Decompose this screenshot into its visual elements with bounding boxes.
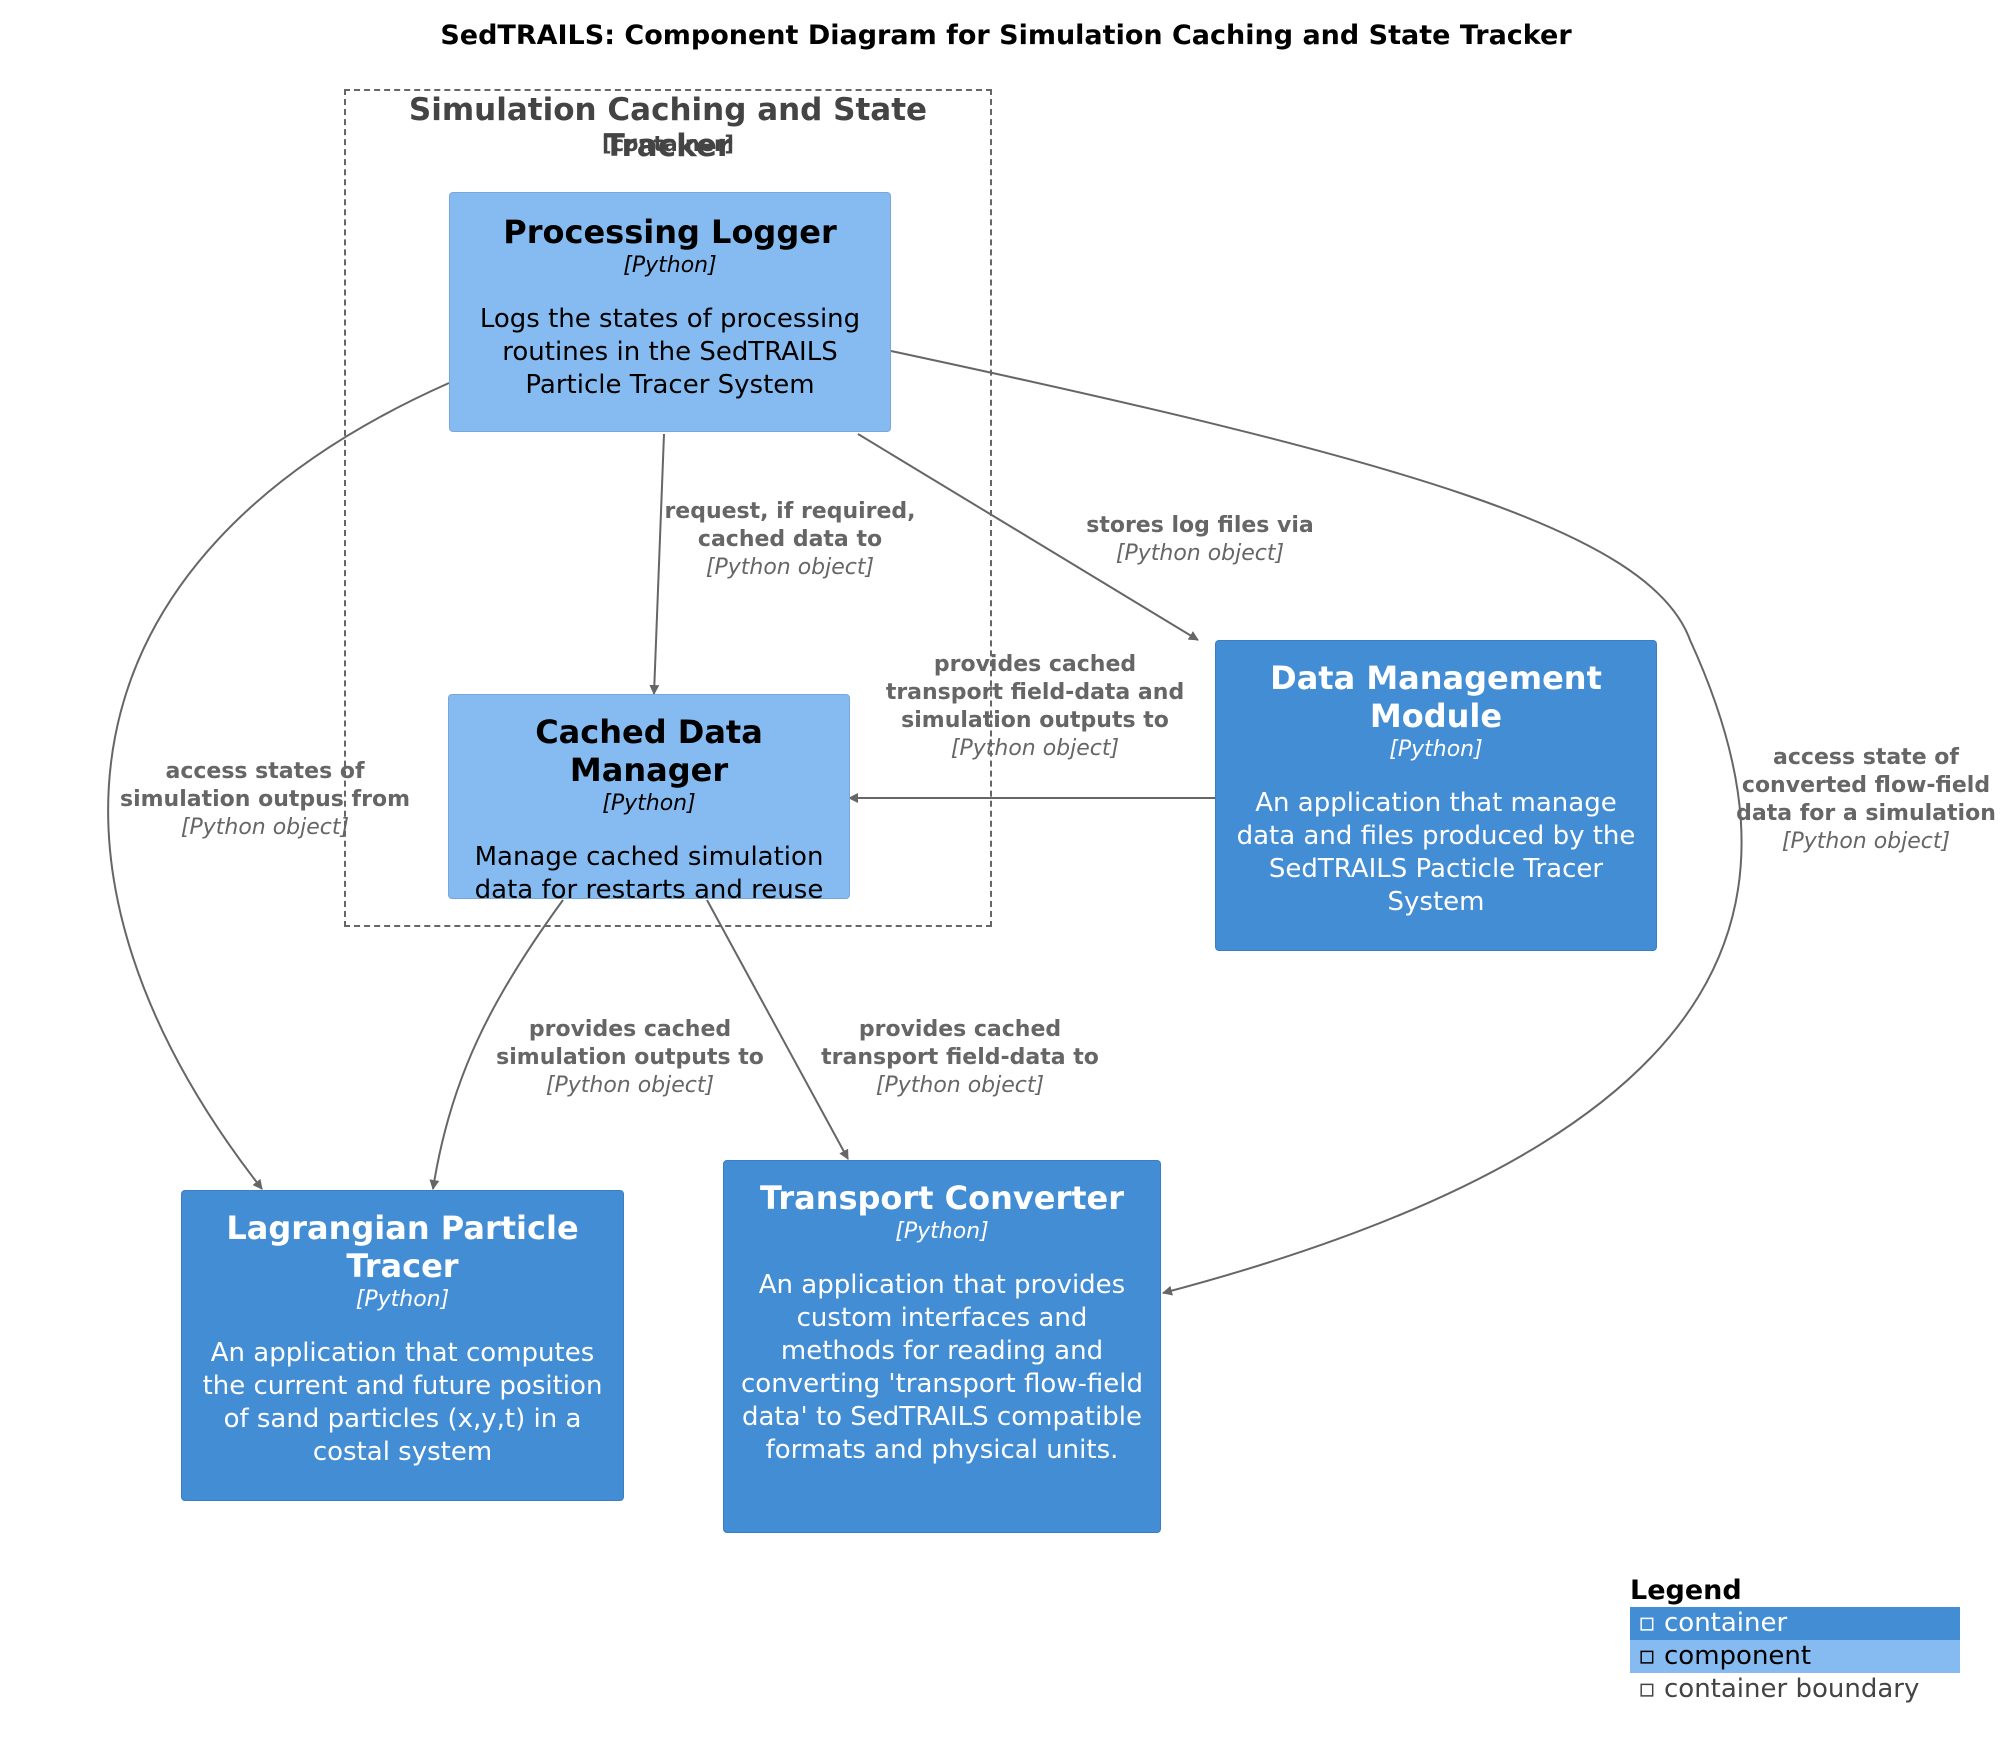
boundary-name: Simulation Caching and State Tracker — [408, 92, 928, 164]
legend-item-component: ▫ component — [1630, 1640, 1960, 1673]
legend-title: Legend — [1630, 1575, 1742, 1606]
legend-square-icon: ▫ — [1638, 1674, 1656, 1704]
label-logger-to-lpt: access states of simulation outpus from … — [110, 758, 420, 842]
label-cache-to-lpt: provides cached simulation outputs to [P… — [485, 1016, 775, 1100]
node-name: Data Management Module — [1270, 659, 1602, 735]
node-transport-converter: Transport Converter [Python] An applicat… — [723, 1160, 1161, 1533]
label-logger-to-cache: request, if required, cached data to [Py… — [655, 498, 925, 582]
node-desc: Logs the states of processing routines i… — [479, 304, 861, 400]
relation-tech: [Python object] — [875, 1073, 1045, 1098]
node-name: Cached Data Manager — [535, 713, 763, 789]
diagram-title: SedTRAILS: Component Diagram for Simulat… — [440, 20, 1572, 51]
label-cache-to-tc: provides cached transport field-data to … — [810, 1016, 1110, 1100]
legend-label: container boundary — [1664, 1674, 1920, 1704]
node-desc: An application that computes the current… — [202, 1338, 603, 1467]
node-data-management-module: Data Management Module [Python] An appli… — [1215, 640, 1657, 951]
legend: Legend ▫ container ▫ component ▫ container … — [1630, 1575, 1960, 1706]
relation-text: access states of simulation outpus from — [119, 759, 411, 812]
node-name: Processing Logger — [503, 213, 837, 251]
edge-logger-to-tc — [890, 350, 1743, 1296]
label-dmm-to-cache: provides cached transport field-data and… — [880, 651, 1190, 763]
relation-tech: [Python object] — [545, 1073, 715, 1098]
label-logger-to-tc: access state of converted flow-field dat… — [1730, 744, 2002, 856]
relation-text: provides cached simulation outputs to — [496, 1017, 764, 1070]
node-processing-logger: Processing Logger [Python] Logs the stat… — [449, 192, 891, 432]
legend-item-container: ▫ container — [1630, 1607, 1960, 1640]
legend-item-boundary: ▫ container boundary — [1630, 1673, 1960, 1706]
boundary-type: [container] — [602, 132, 734, 156]
container-boundary — [344, 89, 992, 927]
relation-text: provides cached transport field-data to — [821, 1017, 1099, 1070]
legend-square-icon: ▫ — [1638, 1641, 1656, 1671]
relation-text: stores log files via — [1086, 513, 1314, 538]
relation-text: provides cached transport field-data and… — [885, 652, 1185, 733]
relation-tech: [Python object] — [180, 815, 350, 840]
label-logger-to-dmm: stores log files via [Python object] — [1055, 512, 1345, 568]
relation-tech: [Python object] — [950, 736, 1120, 761]
legend-square-icon: ▫ — [1638, 1608, 1656, 1638]
relation-tech: [Python object] — [705, 555, 875, 580]
relation-text: access state of converted flow-field dat… — [1736, 745, 1996, 826]
relation-text: request, if required, cached data to — [664, 499, 916, 552]
edge-cache-to-lpt — [429, 899, 564, 1190]
legend-label: component — [1664, 1641, 1812, 1671]
edge-cache-to-tc — [706, 899, 849, 1160]
node-desc: An application that provides custom inte… — [741, 1270, 1143, 1465]
node-lagrangian-particle-tracer: Lagrangian Particle Tracer [Python] An a… — [181, 1190, 624, 1501]
node-name: Transport Converter — [760, 1179, 1124, 1217]
node-tech: [Python] — [895, 1219, 989, 1244]
edge-logger-to-cache — [649, 433, 665, 695]
edge-logger-to-dmm — [857, 433, 1199, 641]
node-desc: An application that manage data and file… — [1236, 788, 1636, 917]
relation-tech: [Python object] — [1115, 541, 1285, 566]
node-tech: [Python] — [1389, 737, 1483, 762]
relation-tech: [Python object] — [1781, 829, 1951, 854]
node-cached-data-manager: Cached Data Manager [Python] Manage cach… — [448, 694, 850, 905]
node-tech: [Python] — [623, 253, 717, 278]
node-desc: Manage cached simulation data for restar… — [474, 842, 824, 905]
edge-logger-to-lpt — [107, 382, 450, 1190]
node-tech: [Python] — [602, 791, 696, 816]
node-tech: [Python] — [355, 1287, 450, 1312]
node-name: Lagrangian Particle Tracer — [226, 1209, 579, 1285]
legend-label: container — [1664, 1608, 1788, 1638]
